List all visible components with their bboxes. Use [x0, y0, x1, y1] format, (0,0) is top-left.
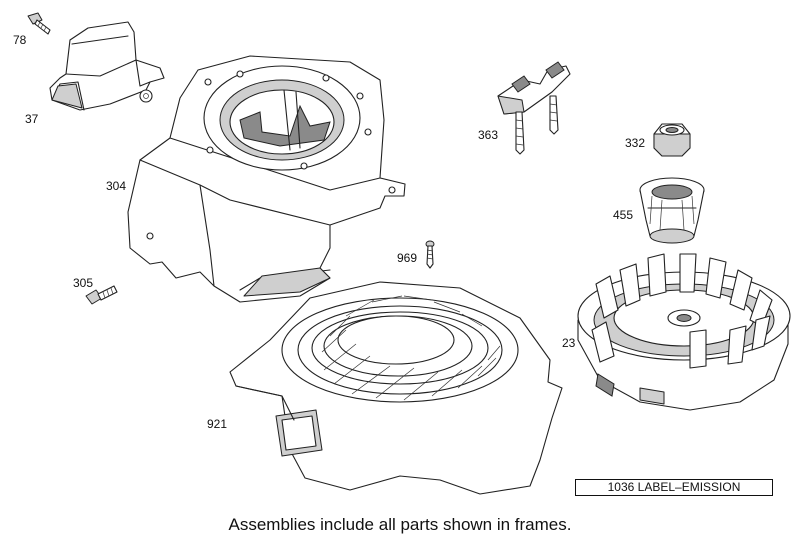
part-number-305: 305 [73, 276, 94, 290]
label-emission-box: 1036 LABEL–EMISSION [575, 479, 773, 496]
part-number-37: 37 [25, 112, 39, 126]
footer-note: Assemblies include all parts shown in fr… [228, 515, 572, 534]
screw-78-drawing [27, 12, 51, 35]
cup-455-drawing [639, 177, 705, 244]
part-number-455: 455 [613, 208, 634, 222]
bracket-363-drawing [497, 61, 571, 155]
part-number-969: 969 [397, 251, 418, 265]
screw-969-drawing [425, 240, 435, 269]
screen-921-drawing [229, 281, 563, 495]
part-number-332: 332 [625, 136, 646, 150]
baffle-37-drawing [49, 21, 165, 111]
part-number-304: 304 [106, 179, 127, 193]
housing-304-drawing [127, 55, 406, 303]
nut-332-drawing [653, 123, 691, 157]
part-number-78: 78 [13, 33, 27, 47]
part-number-23: 23 [562, 336, 576, 350]
part-number-363: 363 [478, 128, 499, 142]
flywheel-23-drawing [577, 253, 791, 411]
screw-305-drawing [85, 285, 118, 305]
part-number-921: 921 [207, 417, 228, 431]
